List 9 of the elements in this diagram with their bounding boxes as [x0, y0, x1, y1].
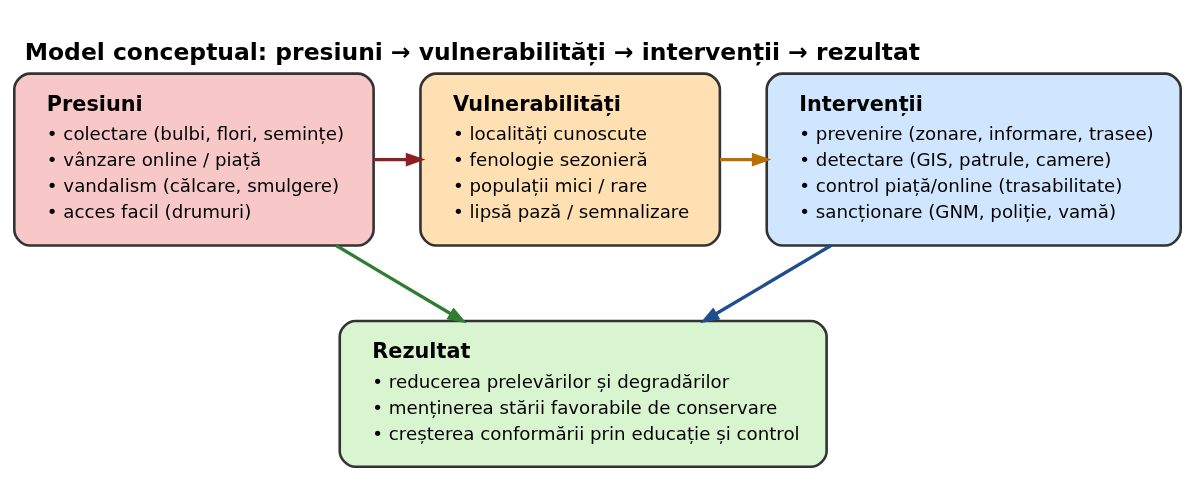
arrow	[335, 243, 467, 323]
node-box: Intervenții • prevenire (zonare, informare, trasee) • detectare (GIS, patrule, camere) • control piață/online (trasabilitate) • sancționare (GNM, poliție, vamă)	[765, 71, 1182, 247]
arrow	[719, 152, 772, 166]
node-box: Vulnerabilități • localități cunoscute • fenologie sezonieră • populații mici / rare • lipsă pază / semnalizare	[419, 71, 722, 247]
diagram-title: Model conceptual: presiuni → vulnerabilități → intervenții → rezultat	[24, 37, 921, 66]
node-box: Rezultat • reducerea prelevărilor și degradărilor • menținerea stării favorabile de conservare • creșterea conformării prin educație și control	[338, 319, 828, 468]
node-box: Presiuni • colectare (bulbi, flori, semințe) • vânzare online / piață • vandalism (călcare, smulgere) • acces facil (drumuri)	[13, 71, 375, 247]
arrow	[373, 152, 426, 166]
arrow	[700, 243, 832, 323]
